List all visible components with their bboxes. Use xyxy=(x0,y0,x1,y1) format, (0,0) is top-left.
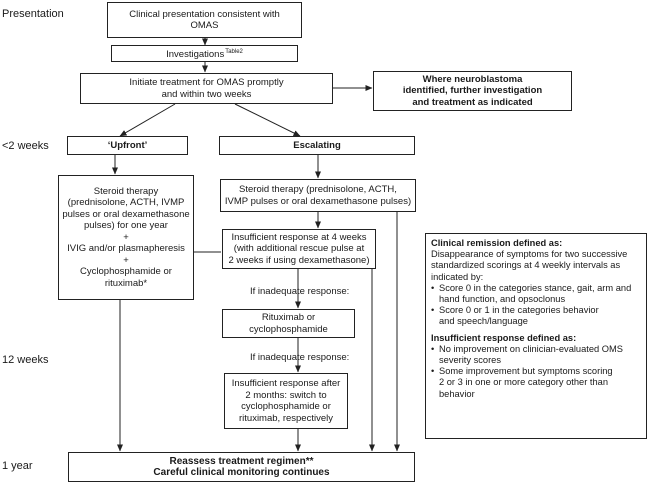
box-line: Insufficient response at 4 weeks xyxy=(231,231,367,243)
box-line: Steroid therapy (prednisolone, ACTH, xyxy=(239,184,397,195)
box-line: IVMP pulses or oral dexamethasone pulses… xyxy=(224,195,412,207)
box-line: IVIG and/or plasmapheresis xyxy=(67,243,185,255)
box-line: cyclophosphamide or xyxy=(241,401,331,412)
insufficient-item: Some improvement but symptoms scoring 2 … xyxy=(431,366,641,400)
box-line: Rituximab or xyxy=(261,312,316,323)
box-line: and treatment as indicated xyxy=(412,96,533,108)
box-line: pulses) for one year xyxy=(84,220,168,232)
text-line: 2 or 3 in one or more category other tha… xyxy=(439,377,608,388)
table-reference: Table2 xyxy=(225,48,243,55)
remission-list: Score 0 in the categories stance, gait, … xyxy=(431,283,641,328)
upfront-header-box: ‘Upfront’ xyxy=(67,136,188,155)
box-line: 2 weeks if using dexamethasone) xyxy=(228,254,370,266)
escalating-steroid-box: Steroid therapy (prednisolone, ACTH, IVM… xyxy=(220,179,416,212)
box-line: OMAS xyxy=(190,20,219,31)
box-line: rituximab* xyxy=(104,277,148,289)
text-line: Score 0 or 1 in the categories behavior xyxy=(439,305,599,316)
upfront-therapy-box: Steroid therapy (prednisolone, ACTH, IVM… xyxy=(58,175,194,300)
text-line: hand function, and opsoclonus xyxy=(439,294,566,305)
arrow-initiate-to-upfront xyxy=(119,103,176,137)
text-line: behavior xyxy=(439,388,475,399)
plus-sign: + xyxy=(123,231,129,243)
box-line: Careful clinical monitoring continues xyxy=(153,467,330,478)
text-line: severity scores xyxy=(439,355,501,366)
insufficient-list: No improvement on clinician-evaluated OM… xyxy=(431,344,641,400)
box-line: pulses or oral dexamethasone xyxy=(62,208,190,220)
remission-intro: Disappearance of symptoms for two succes… xyxy=(431,249,641,283)
text-line: No improvement on clinician-evaluated OM… xyxy=(439,343,623,354)
remission-item: Score 0 or 1 in the categories behavior … xyxy=(431,305,641,327)
insufficient-4-weeks-box: Insufficient response at 4 weeks (with a… xyxy=(222,229,376,269)
timeline-two-weeks: <2 weeks xyxy=(2,140,49,152)
arrow-initiate-to-escalating xyxy=(234,103,301,137)
timeline-presentation: Presentation xyxy=(2,8,64,20)
text-line: standardized scorings at 4 weekly interv… xyxy=(431,260,621,271)
timeline-twelve-weeks: 12 weeks xyxy=(2,354,49,366)
reassess-box: Reassess treatment regimen** Careful cli… xyxy=(68,452,415,482)
initiate-treatment-box: Initiate treatment for OMAS promptly and… xyxy=(80,73,333,104)
box-line: Clinical presentation consistent with xyxy=(129,8,280,20)
investigations-box: InvestigationsTable2 xyxy=(111,45,298,62)
text-line: Score 0 in the categories stance, gait, … xyxy=(439,282,632,293)
insufficient-2-months-box: Insufficient response after 2 months: sw… xyxy=(224,373,348,429)
box-line: Steroid therapy xyxy=(93,185,159,197)
box-line: InvestigationsTable2 xyxy=(166,47,243,61)
remission-title: Clinical remission defined as: xyxy=(431,238,563,248)
neuroblastoma-box: Where neuroblastoma identified, further … xyxy=(373,71,572,111)
escalating-label: Escalating xyxy=(293,139,341,151)
clinical-presentation-box: Clinical presentation consistent with OM… xyxy=(107,2,302,38)
box-line: Where neuroblastoma xyxy=(422,73,523,85)
text-line: indicated by: xyxy=(431,271,484,282)
box-line: and within two weeks xyxy=(161,88,252,100)
insufficient-title: Insufficient response defined as: xyxy=(431,332,577,343)
if-inadequate-label-1: If inadequate response: xyxy=(250,286,350,297)
text-line: Disappearance of symptoms for two succes… xyxy=(431,249,628,260)
definitions-box: Clinical remission defined as: Disappear… xyxy=(425,233,647,439)
plus-sign: + xyxy=(123,254,129,266)
box-line: (prednisolone, ACTH, IVMP xyxy=(67,197,185,209)
text-line: and speech/language xyxy=(439,316,528,327)
insufficient-item: No improvement on clinician-evaluated OM… xyxy=(431,344,641,366)
box-line: Insufficient response after xyxy=(231,378,341,389)
escalating-header-box: Escalating xyxy=(219,136,415,155)
box-line: Cyclophosphamide or xyxy=(80,266,172,278)
box-line: Initiate treatment for OMAS promptly xyxy=(129,77,284,88)
box-line: Reassess treatment regimen** xyxy=(169,455,314,467)
rituximab-box: Rituximab or cyclophosphamide xyxy=(222,309,355,338)
if-inadequate-label-2: If inadequate response: xyxy=(250,352,350,363)
investigations-label: Investigations xyxy=(166,48,225,60)
box-line: (with additional rescue pulse at xyxy=(233,243,365,255)
box-line: rituximab, respectively xyxy=(239,412,333,424)
remission-item: Score 0 in the categories stance, gait, … xyxy=(431,283,641,305)
box-line: 2 months: switch to xyxy=(245,389,327,401)
timeline-one-year: 1 year xyxy=(2,460,33,472)
box-line: cyclophosphamide xyxy=(249,323,328,335)
text-line: Some improvement but symptoms scoring xyxy=(439,366,613,377)
box-line: identified, further investigation xyxy=(402,85,543,97)
upfront-label: ‘Upfront’ xyxy=(107,139,148,151)
